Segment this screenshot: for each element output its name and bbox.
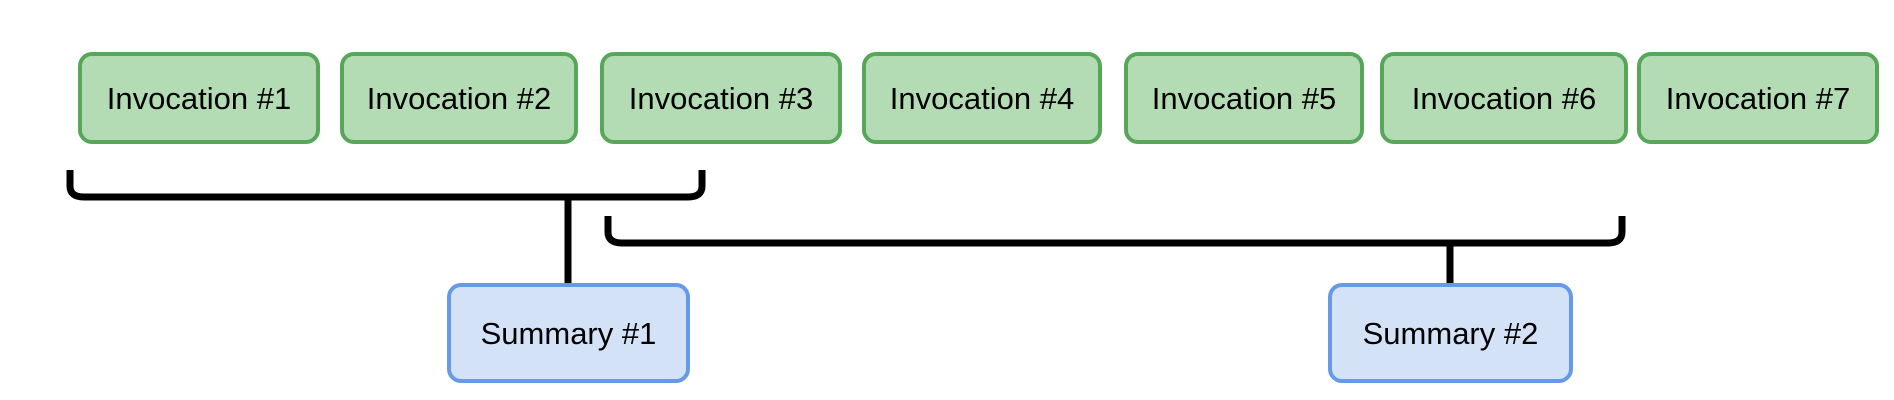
invocation-node-6[interactable]: Invocation #6 — [1380, 52, 1628, 144]
invocation-node-5[interactable]: Invocation #5 — [1124, 52, 1364, 144]
invocation-node-7-label: Invocation #7 — [1665, 80, 1851, 116]
invocation-node-2-label: Invocation #2 — [366, 80, 552, 116]
bracket-summary-2 — [604, 216, 1626, 247]
invocation-node-4-label: Invocation #4 — [889, 80, 1075, 116]
invocation-node-5-label: Invocation #5 — [1151, 80, 1337, 116]
invocation-node-4[interactable]: Invocation #4 — [862, 52, 1102, 144]
invocation-node-2[interactable]: Invocation #2 — [340, 52, 578, 144]
invocation-node-1-label: Invocation #1 — [106, 80, 292, 116]
bracket-summary-1 — [66, 170, 706, 201]
invocation-node-1[interactable]: Invocation #1 — [78, 52, 320, 144]
invocation-node-3[interactable]: Invocation #3 — [600, 52, 842, 144]
invocation-node-6-label: Invocation #6 — [1411, 80, 1597, 116]
summary-node-2-label: Summary #2 — [1362, 315, 1539, 351]
invocation-node-7[interactable]: Invocation #7 — [1637, 52, 1879, 144]
summary-node-1[interactable]: Summary #1 — [447, 283, 690, 383]
invocation-node-3-label: Invocation #3 — [628, 80, 814, 116]
summary-node-1-label: Summary #1 — [480, 315, 657, 351]
summary-node-2[interactable]: Summary #2 — [1328, 283, 1573, 383]
